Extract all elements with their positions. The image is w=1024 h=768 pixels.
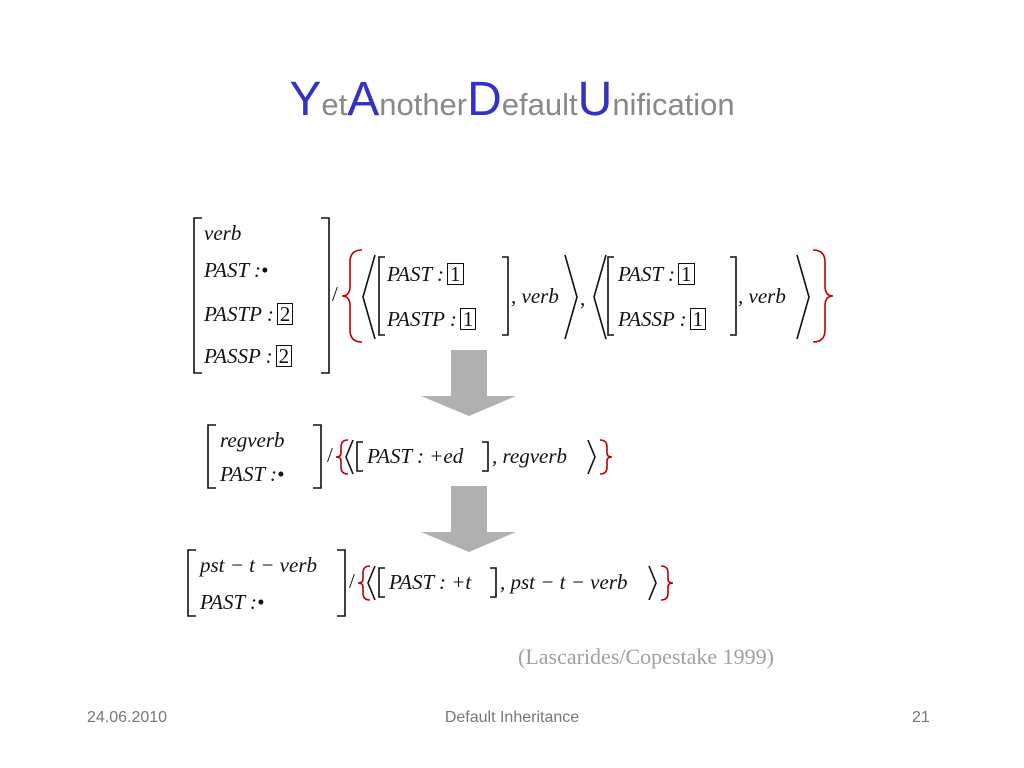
footer-page-number: 21 bbox=[912, 709, 930, 726]
avm1-type: verb bbox=[204, 221, 242, 245]
pair1-type: , verb bbox=[511, 284, 559, 308]
block3-feature: PAST : +t bbox=[389, 570, 472, 594]
set2-left-brace bbox=[335, 439, 349, 475]
avm1-pastp-label: PASTP : bbox=[204, 302, 274, 326]
avm2-right-bracket bbox=[313, 424, 322, 489]
avm1-passp-tag: 2 bbox=[275, 345, 293, 367]
pair-separator-comma: , bbox=[580, 286, 586, 310]
pair1-pastp-tag: 1 bbox=[459, 308, 477, 330]
avm1-right-bracket bbox=[321, 217, 330, 374]
set3-right-brace bbox=[660, 565, 674, 601]
b3-left-bracket bbox=[378, 567, 385, 598]
title-sub-nification: nification bbox=[612, 87, 735, 122]
down-arrow-2 bbox=[421, 486, 516, 552]
avm3-past: PAST :• bbox=[200, 590, 265, 614]
avm1-left-bracket bbox=[193, 217, 202, 374]
avm3-type: pst − t − verb bbox=[200, 553, 317, 577]
b3-left-angle bbox=[367, 565, 376, 601]
title-letter-y: Y bbox=[289, 73, 322, 126]
avm1-past: PAST :• bbox=[204, 258, 269, 282]
pair2-type: , verb bbox=[738, 284, 786, 308]
avm1-passp-label: PASSP : bbox=[204, 344, 273, 368]
b2-right-bracket bbox=[482, 441, 489, 472]
block3-slash: / bbox=[349, 569, 355, 593]
title-letter-u: U bbox=[577, 73, 613, 126]
b2-left-bracket bbox=[356, 441, 363, 472]
avm1-passp: PASSP :2 bbox=[204, 344, 293, 369]
pair1-right-angle bbox=[564, 254, 578, 340]
pair1-right-bracket bbox=[502, 256, 509, 336]
pair2-passp-tag: 1 bbox=[689, 308, 707, 330]
b3-right-bracket bbox=[490, 567, 497, 598]
set2-right-brace bbox=[599, 439, 613, 475]
set1-right-brace bbox=[812, 249, 834, 343]
footer-title: Default Inheritance bbox=[444, 709, 580, 726]
b3-right-angle bbox=[648, 565, 657, 601]
pair1-past: PAST :1 bbox=[387, 262, 464, 287]
block2-feature: PAST : +ed bbox=[367, 444, 464, 468]
citation: (Lascarides/Copestake 1999) bbox=[518, 644, 774, 669]
avm1-pastp: PASTP :2 bbox=[204, 302, 294, 327]
avm2-past: PAST :• bbox=[220, 462, 285, 486]
avm2-type: regverb bbox=[220, 428, 285, 452]
avm2-left-bracket bbox=[207, 424, 216, 489]
title-letter-d: D bbox=[467, 73, 502, 126]
title-sub-et: et bbox=[321, 87, 348, 122]
pair1-left-bracket bbox=[378, 256, 385, 336]
block2-slash: / bbox=[327, 443, 333, 467]
avm3-left-bracket bbox=[187, 549, 196, 617]
footer-date: 24.06.2010 bbox=[87, 709, 168, 726]
title-letter-a: A bbox=[347, 73, 380, 126]
set3-left-brace bbox=[357, 565, 371, 601]
block3-type: , pst − t − verb bbox=[500, 570, 628, 594]
pair2-passp-label: PASSP : bbox=[618, 307, 687, 331]
pair2-right-bracket bbox=[730, 256, 737, 336]
title-sub-nother: nother bbox=[379, 87, 468, 122]
pair2-right-angle bbox=[796, 254, 810, 340]
pair1-past-label: PAST : bbox=[387, 262, 444, 286]
pair2-past-tag: 1 bbox=[678, 263, 695, 285]
avm1-pastp-tag: 2 bbox=[276, 303, 294, 325]
pair1-pastp: PASTP :1 bbox=[387, 307, 477, 332]
block2-type: , regverb bbox=[492, 444, 568, 468]
pair2-past-label: PAST : bbox=[618, 262, 675, 286]
down-arrow-1 bbox=[421, 350, 516, 416]
pair2-left-angle bbox=[593, 254, 607, 340]
slide-title: YetAnotherDefaultUnification bbox=[0, 72, 1024, 127]
block1-slash: / bbox=[332, 282, 338, 306]
pair2-passp: PASSP :1 bbox=[618, 307, 707, 332]
pair1-pastp-label: PASTP : bbox=[387, 307, 457, 331]
pair1-past-tag: 1 bbox=[447, 263, 464, 285]
title-sub-efault: efault bbox=[501, 87, 578, 122]
b2-right-angle bbox=[587, 439, 596, 475]
pair1-left-angle bbox=[362, 254, 376, 340]
set1-left-brace bbox=[341, 249, 363, 343]
pair2-past: PAST :1 bbox=[618, 262, 695, 287]
b2-left-angle bbox=[345, 439, 354, 475]
avm3-right-bracket bbox=[337, 549, 346, 617]
pair2-left-bracket bbox=[607, 256, 614, 336]
